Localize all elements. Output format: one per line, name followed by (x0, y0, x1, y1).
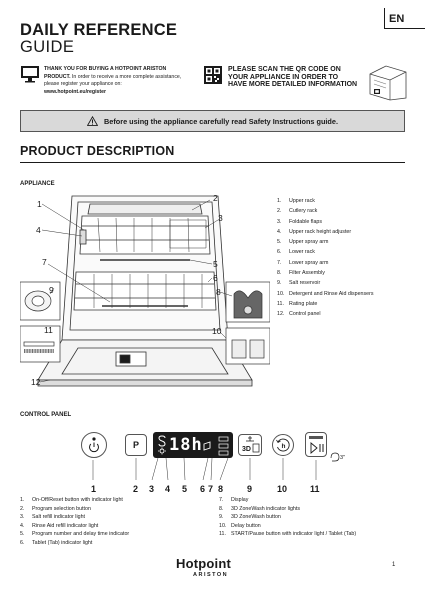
section-title: PRODUCT DESCRIPTION (20, 144, 175, 158)
sub-brand-logo: ARISTON (193, 572, 229, 578)
program-button[interactable]: P (125, 434, 147, 456)
list-item: 3.Salt refill indicator light (20, 514, 85, 521)
list-item: 11.Rating plate (277, 300, 318, 307)
section-rule (20, 162, 405, 163)
callout-2: 2 (213, 193, 218, 203)
control-panel-list-left: 1.On-Off/Reset button with indicator lig… (20, 496, 129, 548)
cp-number-4: 4 (165, 484, 171, 494)
page-title: DAILY REFERENCE (20, 21, 178, 39)
appliance-heading: APPLIANCE (20, 181, 55, 187)
list-item: 7.Lower spray arm (277, 259, 329, 266)
list-item: 10.Delay button (219, 522, 261, 529)
power-icon (89, 437, 99, 453)
list-item: 7.Display (219, 497, 249, 503)
list-item: 9.Salt reservoir (277, 280, 321, 287)
press-duration: 3" (340, 455, 346, 461)
zonewash-icon: 3D (242, 436, 260, 453)
callout-6: 6 (213, 273, 218, 283)
list-item: 1.Upper rack (277, 198, 315, 204)
list-item: 8.3D ZoneWash indicator lights (219, 505, 300, 512)
zonewash-label: 3D (242, 446, 251, 453)
cp-number-6: 6 (200, 484, 206, 494)
play-pause-icon (310, 442, 324, 454)
salt-indicator-icon (158, 435, 166, 455)
language-divider (384, 28, 425, 29)
cp-number-8: 8 (218, 484, 224, 494)
list-item: 2.Cutlery rack (277, 208, 318, 215)
callout-11: 11 (44, 325, 53, 335)
list-item: 4.Upper rack height adjuster (277, 228, 352, 235)
cp-number-7: 7 (208, 484, 214, 494)
cp-number-5: 5 (182, 484, 188, 494)
control-panel-list-right: 7.Display 8.3D ZoneWash indicator lights… (219, 496, 356, 539)
callout-7: 7 (42, 257, 47, 267)
list-item: 4.Rinse Aid refill indicator light (20, 522, 99, 529)
delay-clock-icon: h (276, 438, 290, 452)
register-link[interactable]: www.hotpoint.eu/register (44, 88, 107, 95)
press-hold-icon (330, 452, 340, 462)
callout-10: 10 (212, 326, 222, 336)
dishwasher-illustration (20, 195, 270, 387)
list-item: 11.START/Pause button with indicator lig… (219, 531, 357, 538)
callout-9: 9 (49, 285, 54, 295)
list-item: 1.On-Off/Reset button with indicator lig… (20, 497, 123, 503)
qr-instruction: PLEASE SCAN THE QR CODE ON YOUR APPLIANC… (228, 66, 358, 89)
list-item: 2.Program selection button (20, 505, 91, 512)
delay-button[interactable]: h (272, 434, 294, 456)
qr-code-icon (204, 66, 222, 84)
cp-number-2: 2 (133, 484, 139, 494)
zonewash-indicators-icon (218, 436, 229, 456)
zonewash-button[interactable]: 3D (238, 434, 262, 456)
page-number: 1 (392, 562, 396, 568)
display-panel: 18h (153, 432, 233, 458)
warning-icon (87, 116, 99, 126)
list-item: 6.Lower rack (277, 249, 315, 256)
callout-1: 1 (37, 199, 42, 209)
list-item: 9.3D ZoneWash button (219, 514, 281, 521)
cp-number-11: 11 (310, 484, 320, 494)
cp-number-3: 3 (149, 484, 155, 494)
list-item: 12.Control panel (277, 311, 321, 318)
safety-banner: Before using the appliance carefully rea… (20, 110, 405, 132)
tablet-indicator-icon (203, 441, 211, 451)
power-button[interactable] (81, 432, 107, 458)
registration-text: THANK YOU FOR BUYING A HOTPOINT ARISTON … (44, 66, 182, 95)
callout-3: 3 (218, 213, 223, 223)
monitor-icon (21, 66, 39, 83)
brand-logo: Hotpoint (176, 556, 232, 571)
parts-list: 1.Upper rack 2.Cutlery rack 3.Foldable f… (277, 196, 374, 320)
display-readout: 18h (169, 435, 203, 455)
control-leader-lines (92, 457, 317, 481)
callout-4: 4 (36, 225, 41, 235)
cp-number-9: 9 (247, 484, 253, 494)
delay-label: h (282, 443, 286, 450)
callout-5: 5 (213, 259, 218, 269)
control-panel-heading: CONTROL PANEL (20, 412, 72, 418)
list-item: 10.Detergent and Rinse Aid dispensers (277, 290, 374, 297)
list-item: 3.Foldable flaps (277, 218, 322, 225)
list-item: 5.Upper spray arm (277, 239, 329, 246)
callout-12: 12 (31, 377, 41, 387)
language-tag: EN (384, 8, 404, 28)
callout-8: 8 (216, 287, 221, 297)
appliance-qr-location-icon (369, 65, 407, 101)
start-pause-button[interactable] (305, 432, 327, 457)
list-item: 6.Tablet (Tab) indicator light (20, 539, 93, 546)
list-item: 5.Program number and delay time indicato… (20, 531, 130, 538)
cp-number-10: 10 (277, 484, 288, 494)
list-item: 8.Filter Assembly (277, 270, 325, 277)
cp-number-1: 1 (91, 484, 97, 494)
start-indicator-light (309, 436, 323, 439)
page-subtitle: GUIDE (20, 38, 75, 56)
